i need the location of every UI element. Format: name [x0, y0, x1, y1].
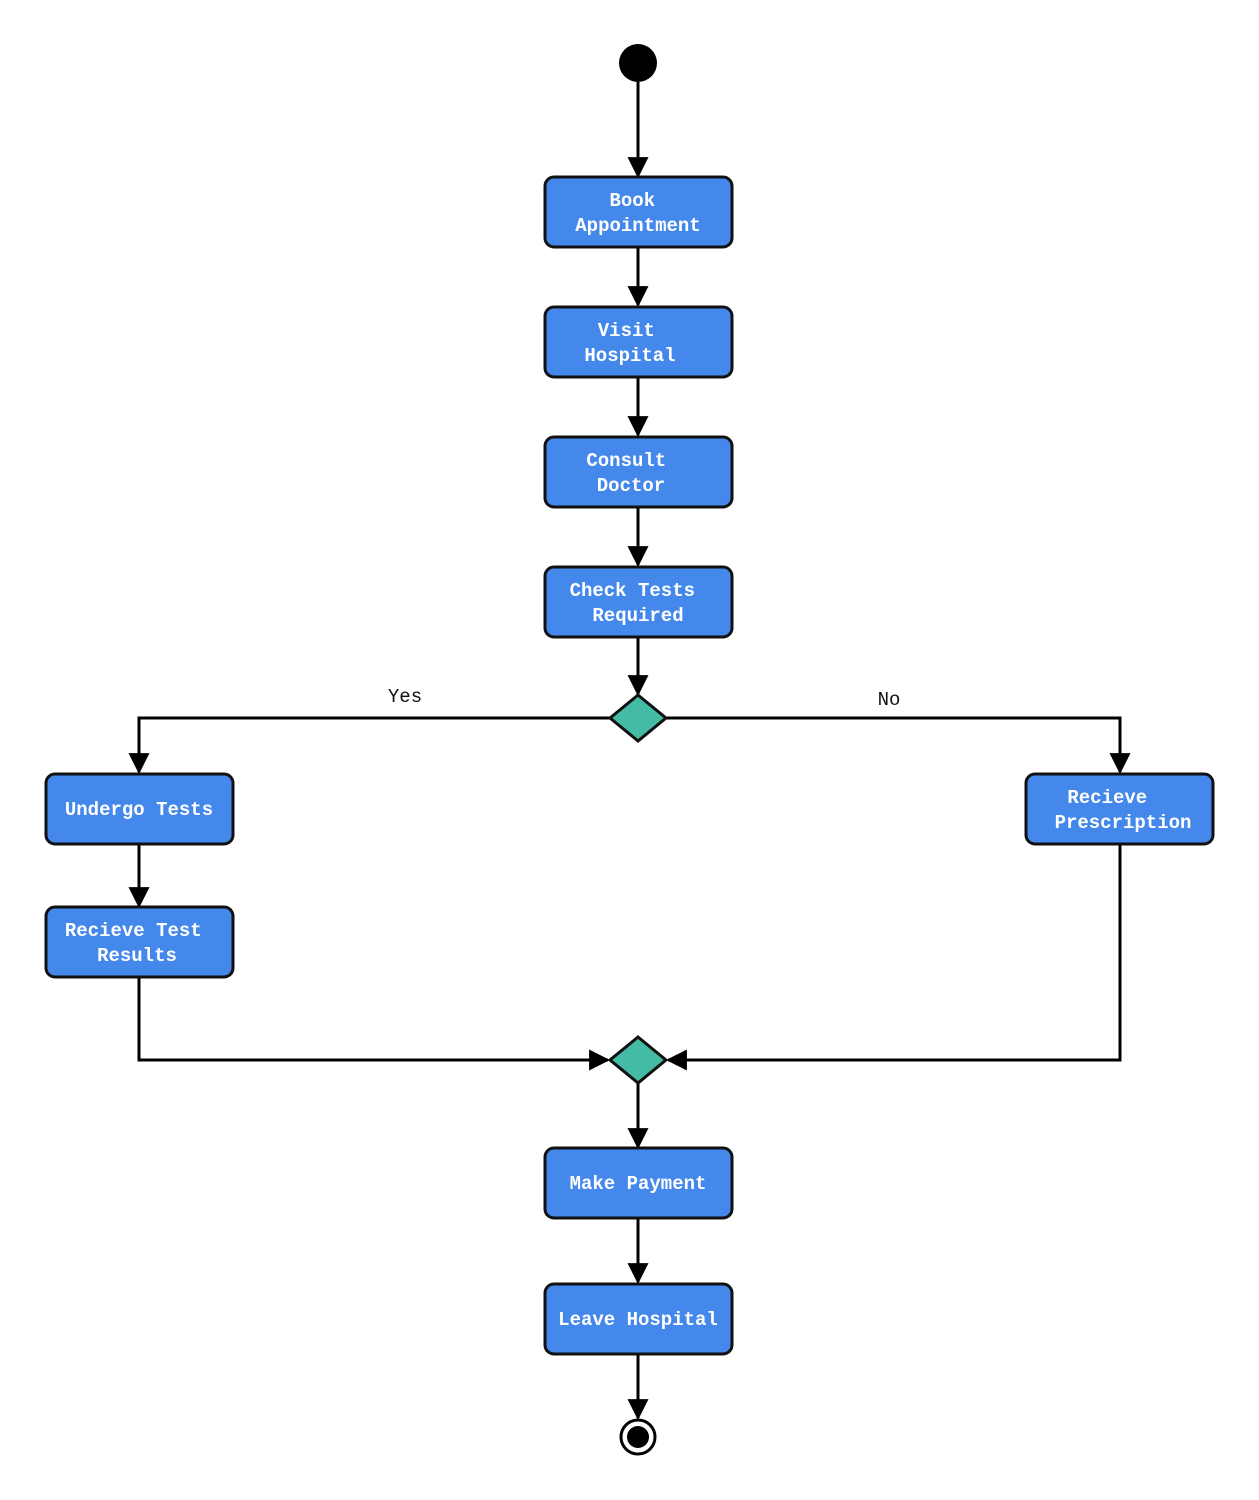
action-visit-hospital: Visit Hospital — [543, 305, 734, 379]
action-box — [543, 565, 734, 639]
edge-label-no: No — [878, 689, 901, 711]
action-label: Check Tests Required — [570, 580, 707, 627]
action-label-line: Hospital — [584, 345, 675, 367]
action-recieve-test-results: Recieve Test Results — [44, 905, 235, 979]
action-undergo-tests: Undergo Tests — [44, 772, 235, 846]
action-label-line: Appointment — [575, 215, 700, 237]
edges — [128, 82, 1131, 1421]
decision-node — [607, 693, 669, 743]
action-check-tests-required: Check Tests Required — [543, 565, 734, 639]
action-label-line: Make Payment — [570, 1173, 707, 1195]
action-recieve-prescription: Recieve Prescription — [1024, 772, 1215, 846]
action-box — [543, 1282, 734, 1356]
action-label-line: Doctor — [597, 475, 665, 497]
action-label: Book Appointment — [575, 190, 700, 237]
action-book-appointment: Book Appointment — [543, 175, 734, 249]
edge-results-to-merge — [137, 977, 611, 1071]
edge-label-yes: Yes — [388, 686, 422, 708]
action-box — [543, 1146, 734, 1220]
start-node — [619, 44, 657, 82]
merge-node — [607, 1035, 669, 1085]
action-box — [44, 772, 235, 846]
action-label-line: Undergo Tests — [65, 799, 213, 821]
action-label-line: Visit — [598, 320, 655, 342]
action-box — [543, 305, 734, 379]
action-make-payment: Make Payment — [543, 1146, 734, 1220]
action-label-line: Leave Hospital — [558, 1309, 718, 1331]
action-label: Leave Hospital — [558, 1309, 718, 1331]
action-label-line: Book — [609, 190, 655, 212]
action-box — [1024, 772, 1215, 846]
action-label-line: Results — [97, 945, 177, 967]
edge-decision-yes — [128, 716, 610, 775]
action-leave-hospital: Leave Hospital — [543, 1282, 734, 1356]
action-box — [44, 905, 235, 979]
action-label: Visit Hospital — [584, 320, 675, 367]
action-box — [543, 175, 734, 249]
edge-prescription-to-merge — [665, 844, 1122, 1071]
end-node — [619, 1418, 657, 1456]
action-label-line: Required — [592, 605, 683, 627]
action-label: Undergo Tests — [65, 799, 213, 821]
end-node-core — [627, 1426, 649, 1448]
action-consult-doctor: Consult Doctor — [543, 435, 734, 509]
action-label: Recieve Test Results — [65, 920, 213, 967]
action-label: Make Payment — [570, 1173, 707, 1195]
action-label-line: Check Tests — [570, 580, 695, 602]
action-label-line: Recieve Test — [65, 920, 202, 942]
edge-decision-no — [666, 716, 1131, 775]
action-label: Consult Doctor — [586, 450, 677, 497]
action-label-line: Recieve — [1067, 787, 1147, 809]
action-box — [543, 435, 734, 509]
action-label-line: Prescription — [1055, 812, 1192, 834]
action-label: Recieve Prescription — [1055, 787, 1192, 834]
action-label-line: Consult — [586, 450, 666, 472]
